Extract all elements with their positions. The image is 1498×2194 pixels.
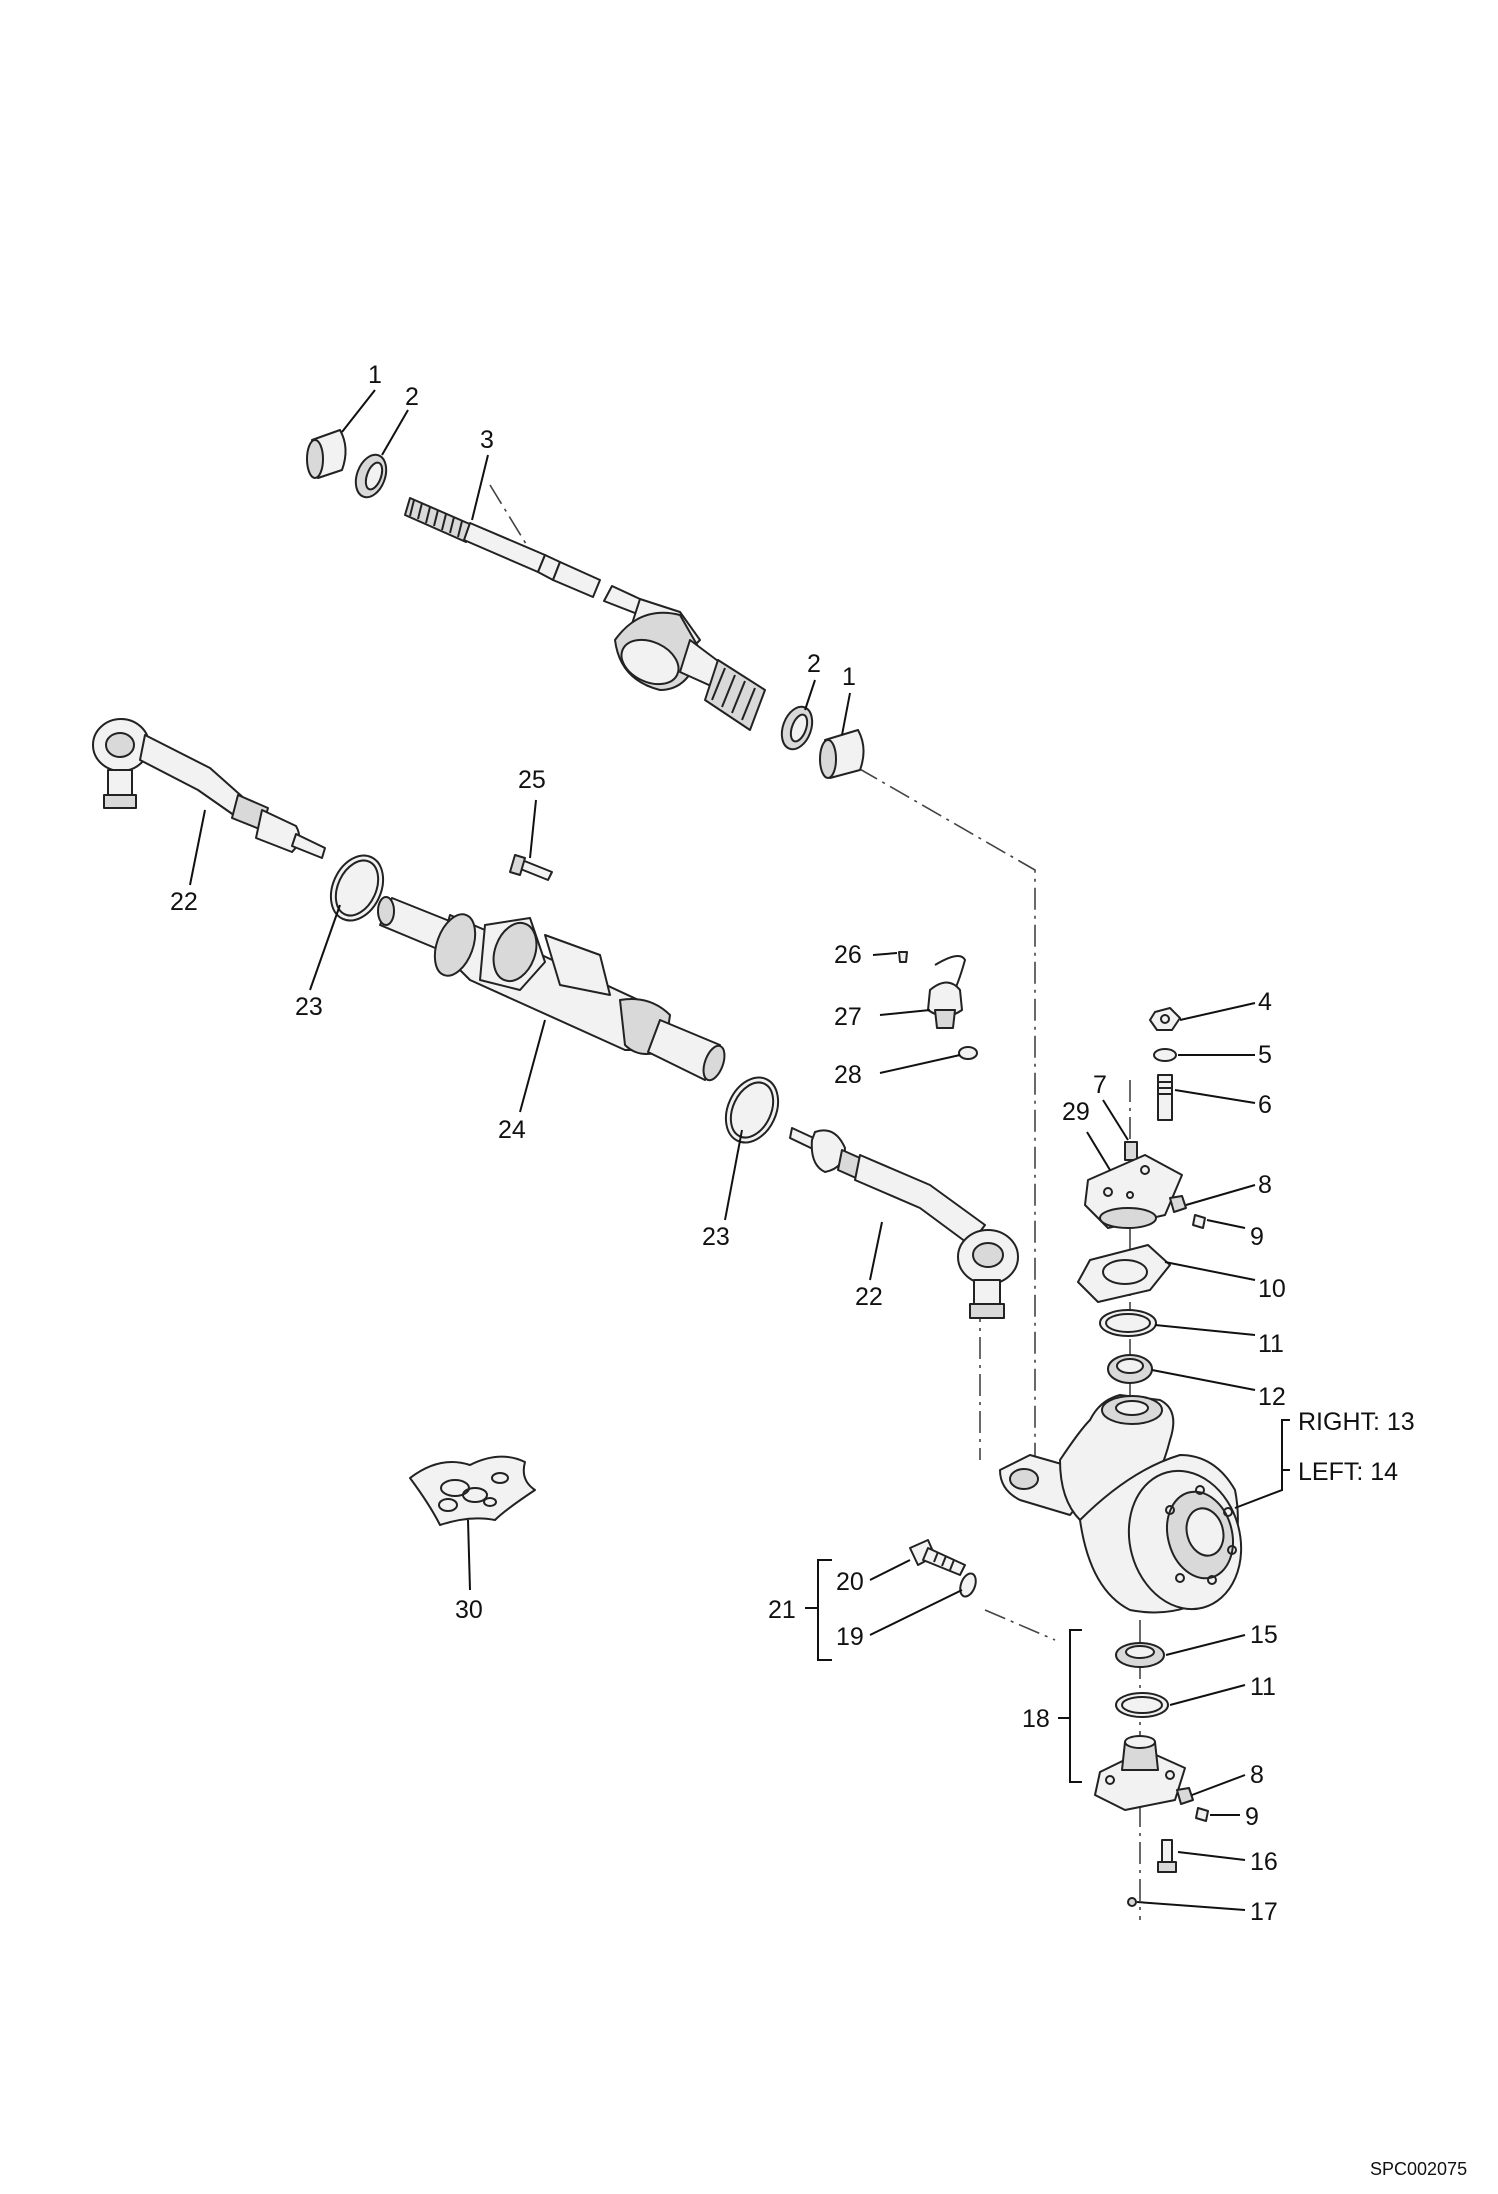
callout-27: 27	[834, 1003, 862, 1031]
part-24-steering-cylinder	[377, 896, 726, 1082]
callout-28: 28	[834, 1061, 862, 1089]
part-9-cap-upper	[1192, 1214, 1206, 1229]
callout-5: 5	[1258, 1041, 1272, 1069]
part-16-bolt	[1157, 1839, 1177, 1873]
part-5-washer	[1153, 1048, 1177, 1062]
part-22-tie-rod-end-right	[789, 1127, 1019, 1319]
callout-30: 30	[455, 1596, 483, 1624]
callout-7: 7	[1093, 1071, 1107, 1099]
part-4-nut	[1149, 1007, 1181, 1031]
part-26-screw	[898, 951, 908, 963]
part-23-o-ring-left	[329, 854, 385, 922]
callout-10: 10	[1258, 1275, 1286, 1303]
callout-9-upper: 9	[1250, 1223, 1264, 1251]
part-15-bearing-lower	[1115, 1642, 1165, 1668]
part-1-bushing-upper	[306, 429, 347, 479]
part-2-seal-upper	[354, 453, 388, 499]
part-10-shim	[1077, 1244, 1171, 1303]
callout-3: 3	[480, 426, 494, 454]
part-30-seal-kit	[409, 1455, 536, 1526]
callout-1-upper: 1	[368, 361, 382, 389]
part-9-cap-lower	[1195, 1807, 1209, 1822]
callout-21: 21	[768, 1596, 796, 1624]
callout-right-13: RIGHT: 13	[1298, 1408, 1415, 1436]
callout-20: 20	[836, 1568, 864, 1596]
part-23-o-ring-right	[724, 1076, 780, 1144]
part-28-o-ring	[958, 1046, 978, 1060]
part-8-grease-fitting-lower	[1176, 1787, 1194, 1805]
part-19-washer	[959, 1572, 977, 1598]
callout-1-lower: 1	[842, 663, 856, 691]
callout-9-lower: 9	[1245, 1803, 1259, 1831]
callout-24: 24	[498, 1116, 526, 1144]
callout-26: 26	[834, 941, 862, 969]
part-1-bushing-lower	[819, 729, 865, 779]
reference-code: SPC002075	[1370, 2159, 1467, 2179]
callout-22-left: 22	[170, 888, 198, 916]
callout-11-upper: 11	[1258, 1330, 1284, 1358]
part-7-grease-nipple	[1124, 1141, 1138, 1161]
callout-8-lower: 8	[1250, 1761, 1264, 1789]
callout-15: 15	[1250, 1621, 1278, 1649]
part-11-snap-ring-lower	[1115, 1692, 1169, 1718]
part-2-seal-lower	[780, 705, 814, 751]
callout-8-upper: 8	[1258, 1171, 1272, 1199]
callout-12: 12	[1258, 1383, 1286, 1411]
part-20-bolt	[909, 1539, 966, 1576]
callout-11-lower: 11	[1250, 1673, 1276, 1701]
part-17-plug	[1127, 1897, 1137, 1907]
callout-left-14: LEFT: 14	[1298, 1458, 1398, 1486]
part-12-bearing-upper	[1107, 1354, 1153, 1384]
callout-19: 19	[836, 1623, 864, 1651]
part-18-lower-cap	[1094, 1735, 1186, 1811]
part-29-upper-cap	[1084, 1154, 1183, 1229]
callout-23-right: 23	[702, 1223, 730, 1251]
callout-18: 18	[1022, 1705, 1050, 1733]
callout-labels: 1 2 3 2 1 25 22 23 24 26 27 28 23 22 4 5…	[170, 361, 1415, 1926]
callout-2-lower: 2	[807, 650, 821, 678]
part-11-snap-ring-upper	[1099, 1309, 1157, 1337]
part-22-tie-rod-end-left	[92, 718, 326, 859]
callout-25: 25	[518, 766, 546, 794]
part-8-grease-fitting-upper	[1169, 1195, 1187, 1213]
part-6-stud	[1157, 1074, 1173, 1121]
callout-4: 4	[1258, 988, 1272, 1016]
callout-17: 17	[1250, 1898, 1278, 1926]
callout-16: 16	[1250, 1848, 1278, 1876]
part-3-drive-shaft	[404, 497, 766, 731]
leader-lines	[189, 389, 1290, 1911]
callout-2-upper: 2	[405, 383, 419, 411]
callout-6: 6	[1258, 1091, 1272, 1119]
callout-29: 29	[1062, 1098, 1090, 1126]
callout-23-left: 23	[295, 993, 323, 1021]
part-13-14-steering-knuckle	[999, 1394, 1243, 1614]
part-27-sensor	[927, 955, 967, 1029]
part-25-bolt	[509, 854, 553, 881]
callout-22-right: 22	[855, 1283, 883, 1311]
